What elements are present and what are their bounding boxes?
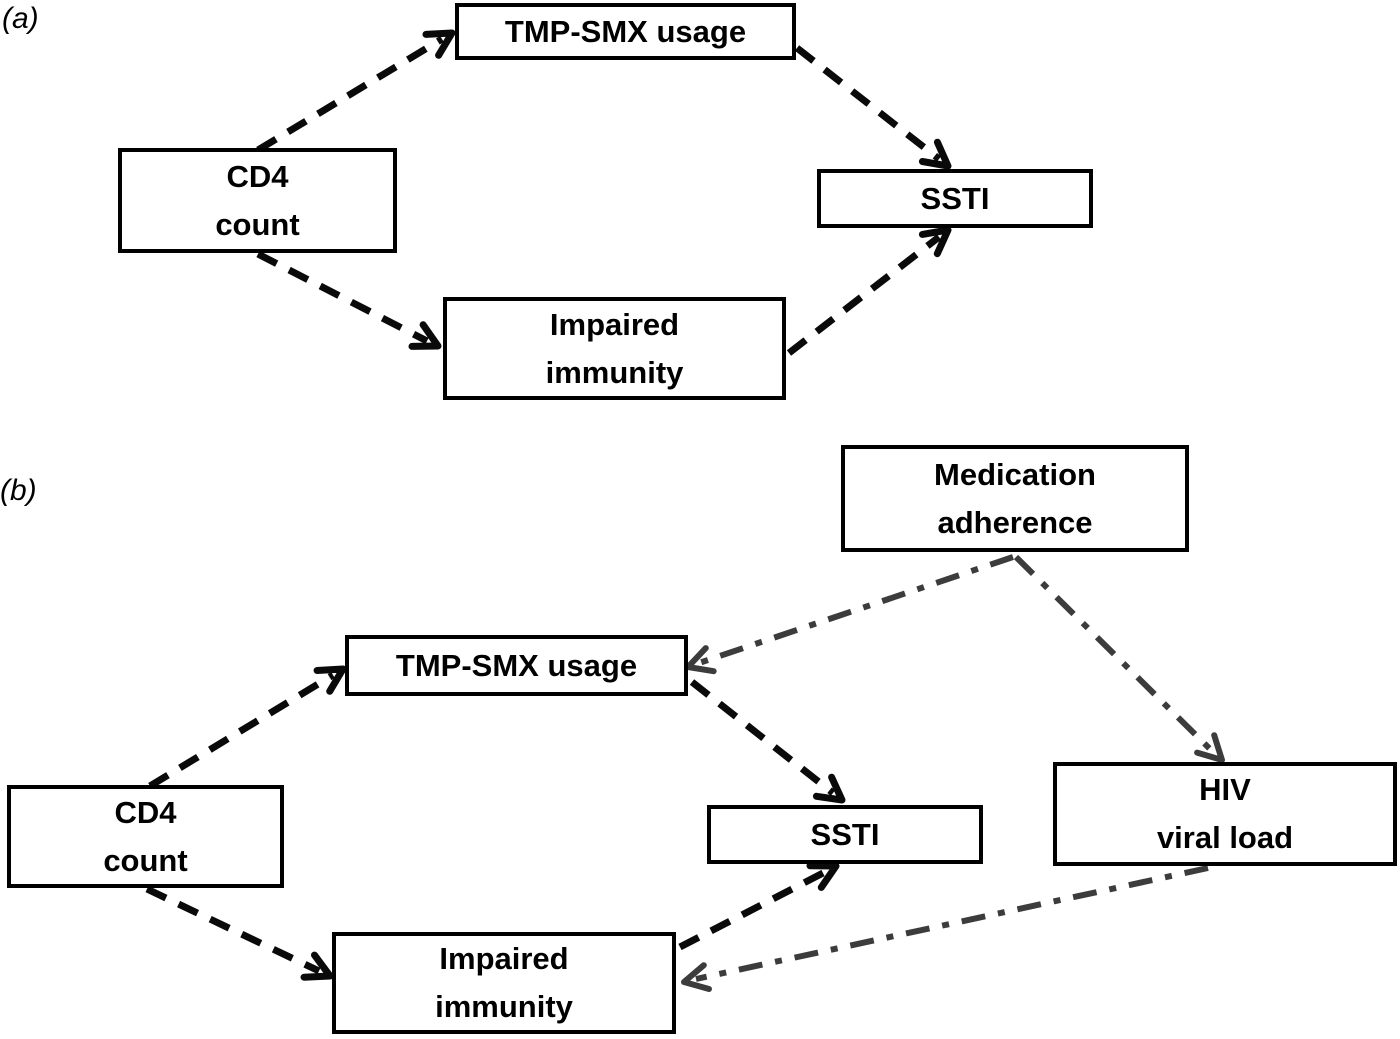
node-label-line1: HIV (1199, 772, 1251, 807)
node-b-impaired-immunity: Impaired immunity (332, 932, 676, 1034)
node-label-line1: CD4 (226, 158, 289, 194)
node-label: SSTI (810, 816, 880, 852)
node-label-line2: immunity (545, 354, 684, 390)
edge-a-cd4-to-impaired (256, 250, 442, 350)
node-label-line2: count (103, 842, 188, 878)
node-label-line2: immunity (435, 989, 573, 1024)
node-label-line1: CD4 (114, 794, 177, 830)
edge-b-tmpsmx-to-ssti (689, 679, 846, 804)
node-label-line2: viral load (1156, 820, 1294, 855)
node-a-tmp-smx-usage: TMP-SMX usage (455, 3, 796, 60)
node-label-line1: Impaired (439, 941, 569, 976)
panel-a-label: (a) (2, 2, 39, 35)
node-label-line1: Impaired (549, 306, 680, 342)
node-b-cd4-count: CD4 count (7, 785, 284, 888)
node-b-medication-adherence: Medication adherence (841, 445, 1189, 552)
node-label-line2: count (215, 206, 300, 242)
node-b-tmp-smx-usage: TMP-SMX usage (345, 635, 688, 696)
node-b-hiv-viral-load: HIV viral load (1053, 762, 1397, 866)
node-label-line2: adherence (937, 504, 1093, 540)
node-a-cd4-count: CD4 count (118, 148, 397, 253)
edge-a-impaired-to-ssti (786, 226, 952, 356)
edge-b-medication-to-tmpsmx (685, 554, 1014, 675)
edge-b-hiv-to-impaired (681, 865, 1209, 992)
node-label: SSTI (920, 180, 990, 216)
node-a-ssti: SSTI (817, 169, 1093, 228)
edge-b-cd4-to-impaired (145, 885, 334, 981)
node-label: TMP-SMX usage (395, 647, 638, 683)
node-label: TMP-SMX usage (504, 13, 747, 49)
edge-a-tmpsmx-to-ssti (794, 45, 952, 170)
edge-a-cd4-to-tmpsmx (256, 29, 456, 153)
panel-b-label: (b) (0, 474, 37, 507)
node-b-ssti: SSTI (707, 805, 983, 864)
node-label-line1: Medication (934, 456, 1096, 492)
edge-b-medication-to-hiv (1013, 554, 1225, 763)
edge-b-cd4-to-tmpsmx (148, 665, 347, 789)
node-a-impaired-immunity: Impaired immunity (443, 297, 786, 400)
edge-b-impaired-to-ssti (678, 862, 840, 951)
